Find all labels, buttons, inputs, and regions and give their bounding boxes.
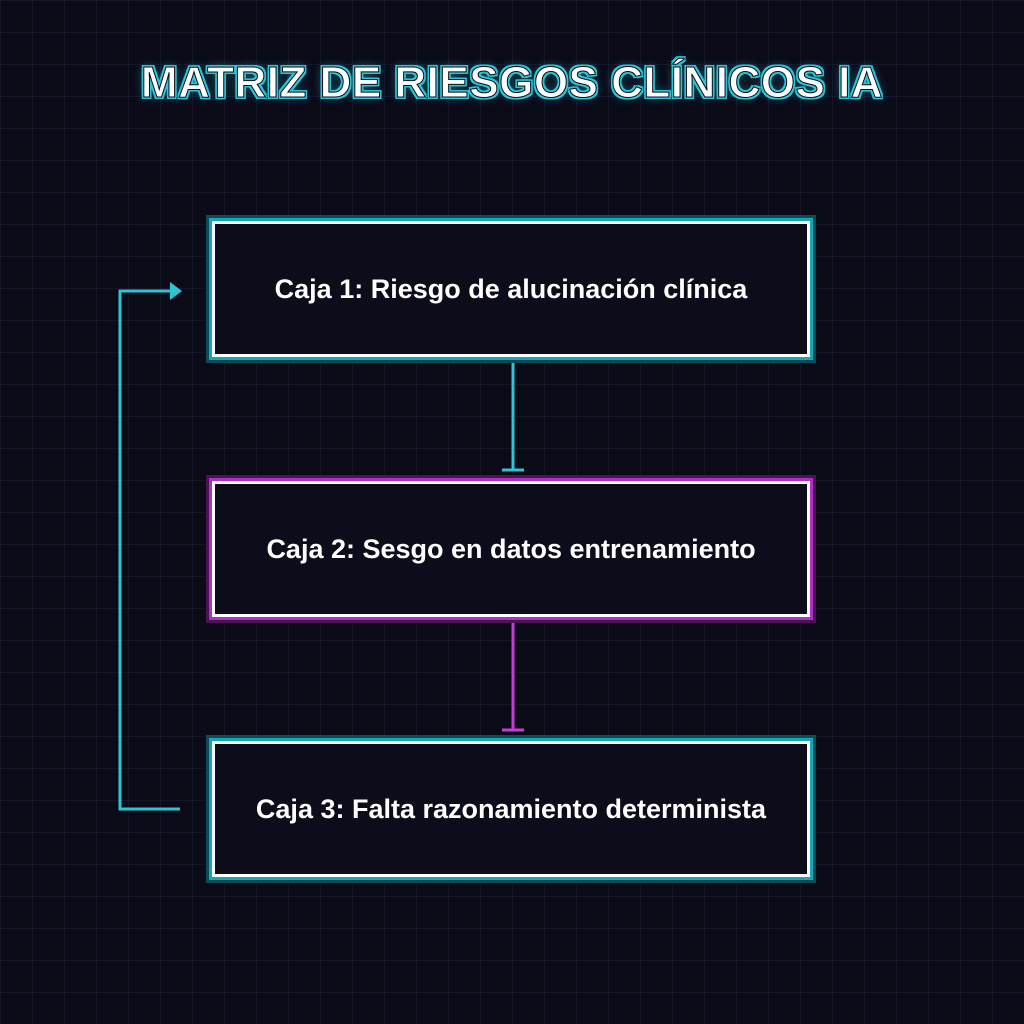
box-3-deterministic-reasoning: Caja 3: Falta razonamiento determinista bbox=[212, 741, 810, 877]
connector-box3-to-box1-loop bbox=[118, 289, 180, 811]
box-1-hallucination-risk: Caja 1: Riesgo de alucinación clínica bbox=[212, 221, 810, 357]
diagram-title: MATRIZ DE RIESGOS CLÍNICOS IA bbox=[140, 58, 884, 108]
box-1-label: Caja 1: Riesgo de alucinación clínica bbox=[274, 274, 748, 304]
box-2-label: Caja 2: Sesgo en datos entrenamiento bbox=[266, 534, 756, 564]
arrowhead-to-box1 bbox=[170, 282, 182, 300]
box-3-label: Caja 3: Falta razonamiento determinista bbox=[255, 794, 767, 824]
box-2-training-data-bias: Caja 2: Sesgo en datos entrenamiento bbox=[212, 481, 810, 617]
